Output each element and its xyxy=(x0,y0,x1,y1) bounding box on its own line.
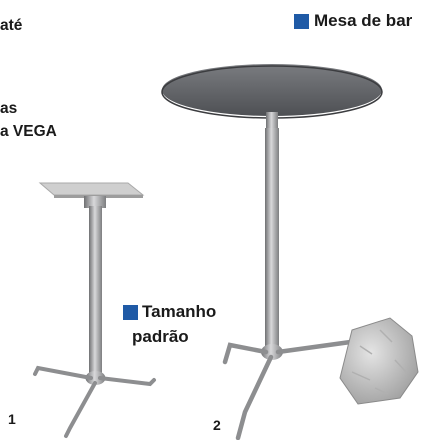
bar-table-2 xyxy=(161,64,419,440)
table-base-1 xyxy=(33,182,156,438)
standard-size-label-line2: padrão xyxy=(132,327,189,346)
bar-table-label: Mesa de bar xyxy=(314,11,413,30)
text-fragment-1: até xyxy=(0,17,23,34)
item-number-1: 1 xyxy=(8,411,16,427)
standard-size-label-line1: Tamanho xyxy=(142,302,217,321)
text-fragment-2: as xyxy=(0,100,18,117)
standard-size-marker-icon xyxy=(123,305,138,320)
text-fragment-3: a VEGA xyxy=(0,123,57,140)
bar-table-marker-icon xyxy=(294,14,309,29)
item-number-2: 2 xyxy=(213,417,221,433)
